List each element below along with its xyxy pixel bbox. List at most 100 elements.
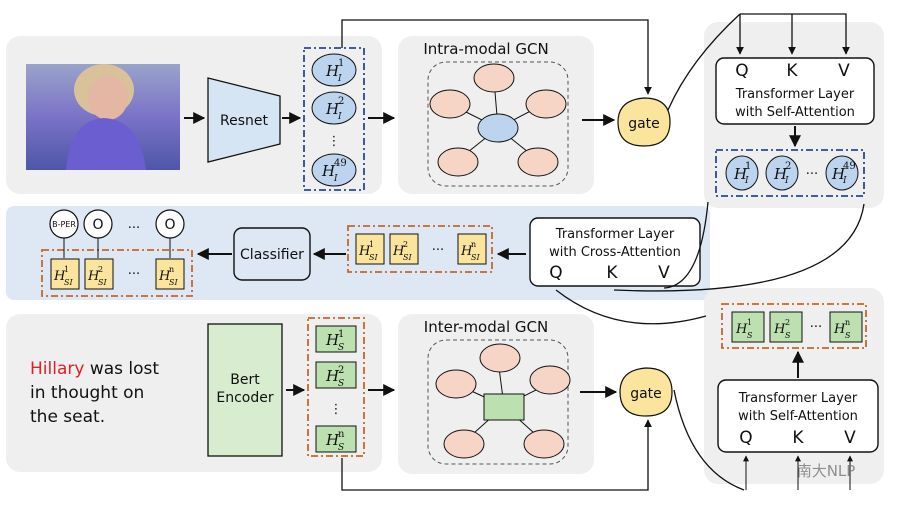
fused-features-box (347, 225, 493, 273)
text-sa-output-n: H n S (829, 311, 863, 343)
text-feature-h2: H 2 S (315, 361, 357, 389)
svg-text:H: H (773, 322, 786, 337)
bert-label-line2: Encoder (216, 390, 273, 406)
svg-text:H: H (325, 62, 340, 80)
svg-text:SI: SI (369, 253, 378, 262)
classifier-label: Classifier (240, 247, 304, 263)
image-sa-output-h1: H 1 I (725, 155, 759, 191)
svg-text:SI: SI (169, 278, 178, 287)
svg-text:H: H (773, 165, 788, 183)
tag-o-1: O (83, 209, 113, 258)
tag-o-n: O (155, 209, 185, 258)
bert-encoder-block (207, 323, 283, 457)
svg-text:H: H (358, 244, 371, 259)
svg-text:2: 2 (403, 240, 408, 249)
image-self-attention-block (715, 57, 875, 125)
svg-text:n: n (845, 318, 850, 327)
svg-text:SI: SI (471, 253, 480, 262)
svg-text:S: S (338, 443, 344, 453)
svg-text:H: H (321, 162, 336, 180)
svg-text:I: I (337, 74, 342, 84)
intra-gcn-title: Intra-modal GCN (423, 40, 548, 58)
sentence-line3: the seat. (30, 407, 105, 427)
svg-text:S: S (747, 331, 753, 340)
svg-text:1: 1 (64, 265, 69, 274)
svg-text:B-PER: B-PER (52, 220, 76, 229)
svg-text:1: 1 (338, 329, 344, 340)
svg-text:gate: gate (630, 386, 662, 402)
bert-label-line1: Bert (230, 372, 260, 388)
svg-text:n: n (169, 265, 174, 274)
svg-text:H: H (392, 244, 405, 259)
inter-gcn-frame (427, 339, 569, 465)
cross-attention-block (529, 217, 701, 287)
text-sa-v: V (844, 428, 856, 448)
fused-feature-n: H n SI (457, 233, 487, 265)
fused-feature-1: H 1 SI (355, 233, 385, 265)
text-feature-h1: H 1 S (315, 325, 357, 353)
inter-gcn-graph (435, 343, 571, 459)
text-features-box (307, 317, 365, 457)
image-features-box (303, 47, 365, 191)
svg-text:H: H (87, 269, 100, 284)
svg-text:H: H (325, 367, 340, 385)
svg-text:S: S (785, 331, 791, 340)
input-image (26, 64, 180, 170)
svg-text:H: H (735, 322, 748, 337)
svg-text:H: H (831, 165, 846, 183)
svg-text:SI: SI (64, 278, 73, 287)
svg-text:gate: gate (628, 116, 660, 132)
image-feature-h2: H 2 I (311, 91, 357, 125)
svg-text:2: 2 (785, 318, 790, 327)
text-self-attention-block (717, 379, 879, 453)
svg-text:1: 1 (747, 318, 752, 327)
svg-text:49: 49 (334, 158, 347, 169)
classifier-block (233, 227, 311, 281)
text-sa-k: K (792, 428, 804, 448)
svg-text:2: 2 (785, 161, 791, 172)
image-sa-output-ellipsis: ··· (806, 167, 818, 182)
text-sa-output-ellipsis: ··· (810, 320, 822, 335)
svg-text:n: n (471, 240, 476, 249)
tag-ellipsis: ··· (128, 221, 140, 236)
output-feature-ellipsis: ··· (128, 267, 140, 282)
svg-text:1: 1 (745, 161, 751, 172)
image-sa-output-h49: H 49 I (825, 155, 859, 191)
intra-gcn-frame (427, 61, 569, 187)
intra-gcn-graph (429, 63, 567, 177)
text-sa-output-1: H 1 S (731, 311, 765, 343)
connectors (184, 13, 865, 491)
svg-text:H: H (325, 100, 340, 118)
svg-text:S: S (338, 343, 344, 353)
cross-attention-v: V (658, 263, 670, 283)
svg-text:2: 2 (338, 96, 344, 107)
text-sa-q: Q (739, 428, 752, 448)
cross-attention-k: K (606, 263, 618, 283)
gate-top: gate (617, 97, 671, 147)
svg-text:H: H (733, 165, 748, 183)
svg-text:H: H (325, 431, 340, 449)
svg-text:n: n (338, 429, 345, 440)
svg-text:2: 2 (338, 365, 344, 376)
text-sa-output-box (721, 303, 867, 349)
output-feature-n: H n SI (155, 258, 185, 290)
svg-text:S: S (338, 379, 344, 389)
image-sa-v: V (838, 61, 850, 81)
resnet-label: Resnet (220, 113, 268, 129)
svg-text:SI: SI (98, 278, 107, 287)
tag-b-per: B-PER (49, 209, 79, 258)
svg-text:S: S (845, 331, 851, 340)
text-feature-hn: H n S (315, 425, 357, 453)
svg-text:1: 1 (369, 240, 374, 249)
inter-gcn-title: Inter-modal GCN (424, 318, 548, 336)
text-panel (6, 314, 382, 472)
image-sa-k: K (786, 61, 798, 81)
svg-text:2: 2 (98, 265, 103, 274)
image-sa-output-h2: H 2 I (765, 155, 799, 191)
svg-text:I: I (784, 176, 789, 186)
svg-text:H: H (53, 269, 66, 284)
cross-attention-q: Q (549, 263, 562, 283)
sentence-entity: Hillary (30, 359, 84, 379)
output-feature-1: H 1 SI (50, 258, 80, 290)
